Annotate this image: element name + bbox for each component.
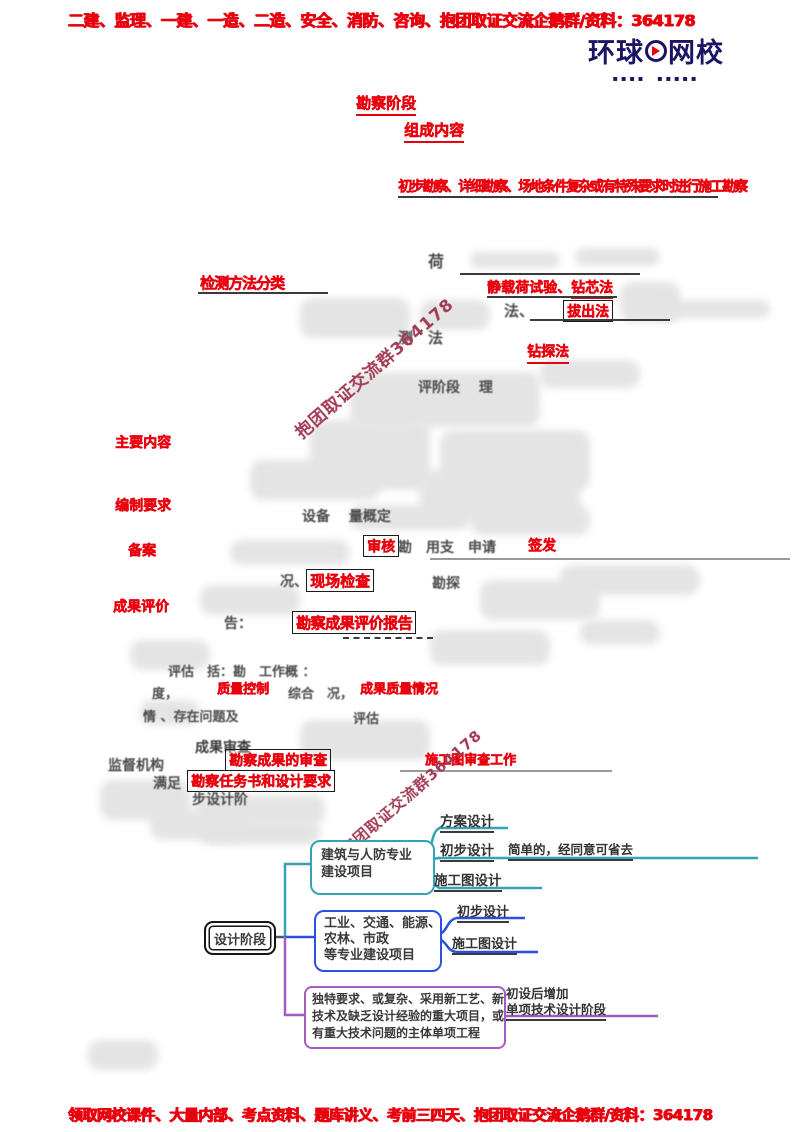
- ghost-char: 步设计阶: [192, 792, 248, 808]
- survey-stage-title: 勘察阶段: [356, 92, 417, 116]
- dashed-line: [343, 637, 433, 639]
- task-statement-label: 勘察任务书和设计要求: [187, 770, 335, 792]
- ghost-blob: [140, 700, 200, 725]
- method-core-drilling: 钻芯法: [571, 280, 613, 299]
- bottom-promo-banner: 领取网校课件、大量内部、考点资料、题库讲义、考前三四天、抱团取证交流企鹅群/资料…: [68, 1106, 713, 1124]
- left-label-contents: 主要内容: [115, 435, 171, 451]
- methods-category-label: 检测方法分类: [200, 274, 285, 292]
- ghost-blob: [430, 630, 550, 665]
- ghost-char: 告：: [224, 616, 252, 632]
- evaluation-report-label: 勘察成果评价报告: [292, 611, 417, 634]
- ghost-char: 情 、存在问题及: [143, 710, 239, 725]
- ghost-char: 评阶段 理: [418, 380, 493, 396]
- method-pullout: 拔出法: [563, 300, 613, 322]
- left-label-requirements: 编制要求: [115, 498, 171, 514]
- branch-building-civil-defense: 建筑与人防专业 建设项目: [310, 840, 435, 895]
- ghost-char: 成果审查: [195, 740, 251, 756]
- ghost-blob: [580, 620, 660, 645]
- result-review-label: 勘察成果的审查: [225, 749, 331, 771]
- sub-preliminary-design: 初步设计: [440, 839, 494, 862]
- connector-line: [460, 273, 640, 275]
- left-label-filing: 备案: [128, 543, 156, 559]
- underline: [398, 196, 718, 198]
- sub-construction-drawing-design-2: 施工图设计: [452, 933, 518, 955]
- ghost-char: 综合 况，: [288, 687, 354, 702]
- ghost-char: 荷: [428, 252, 445, 271]
- ghost-blob: [250, 460, 380, 500]
- method-load-test: 静载荷试验、钻芯法: [487, 277, 613, 299]
- left-label-results: 成果评价: [113, 599, 169, 615]
- logo-text-left: 环球: [588, 38, 644, 69]
- sub-scheme-design: 方案设计: [440, 810, 494, 833]
- ghost-char: 评估 括：勘 工作概 ：: [168, 665, 316, 680]
- ghost-blob: [200, 585, 300, 615]
- ghost-char: 测 法: [398, 329, 444, 347]
- note-added-technical-design-stage: 初设后增加 单项技术设计阶段: [506, 986, 607, 1021]
- ghost-blob: [575, 248, 660, 266]
- ghost-blob: [300, 720, 430, 760]
- logo-wordmark: 环球 网校: [588, 31, 724, 70]
- branch-special-major-projects: 独特要求、或复杂、采用新工艺、新 技术及缺乏设计经验的重大项目，或 有重大技术问…: [304, 986, 506, 1049]
- quality-control-label: 质量控制: [217, 682, 270, 697]
- ghost-blob: [300, 298, 410, 338]
- ghost-blob: [350, 372, 540, 427]
- issue-label: 签发: [528, 538, 556, 554]
- ghost-blob: [470, 252, 560, 268]
- connector-line: [430, 558, 790, 560]
- ghost-blob: [660, 300, 770, 318]
- site-logo: 环球 网校 ▪▪▪▪ ▪▪▪▪▪: [588, 31, 724, 84]
- connector-line: [400, 770, 612, 772]
- review-label: 审核: [363, 535, 399, 557]
- method-boring: 钻探法: [527, 341, 569, 364]
- ghost-blob: [480, 580, 600, 620]
- ghost-char: 勘探: [432, 576, 460, 592]
- connector-line: [487, 296, 617, 298]
- ghost-blob: [195, 795, 325, 825]
- logo-play-icon: [645, 39, 667, 62]
- ghost-blob: [470, 505, 590, 535]
- ghost-char: 况、: [280, 574, 308, 590]
- ghost-char: 度，: [152, 687, 179, 702]
- result-quality-label: 成果质量情况: [360, 682, 439, 697]
- ghost-blob: [540, 360, 640, 388]
- site-inspection-label: 现场检查: [306, 569, 375, 592]
- underline: [198, 292, 328, 294]
- ghost-char: 法、: [504, 302, 535, 320]
- sub-preliminary-design-2: 初步设计: [457, 901, 510, 923]
- ghost-char: 勘 用支 申请: [398, 540, 496, 556]
- note-simple-skip: 简单的，经同意可省去: [508, 839, 634, 861]
- connector-line: [530, 319, 670, 321]
- survey-types-line: 初步勘察、详细勘察、场地条件复杂或有特殊要求时进行施工勘察: [398, 179, 748, 195]
- top-promo-banner: 二建、监理、一建、一造、二造、安全、消防、咨询、抱团取证交流企鹅群/资料：364…: [68, 11, 696, 30]
- ghost-char: 监督机构: [108, 758, 164, 774]
- ghost-char: 满足: [153, 776, 181, 792]
- drawing-review-label: 施工图审查工作: [425, 753, 517, 768]
- ghost-blob: [350, 505, 470, 530]
- ghost-char: 评估: [353, 712, 380, 727]
- logo-tagline: ▪▪▪▪ ▪▪▪▪▪: [612, 74, 700, 83]
- ghost-blob: [420, 300, 490, 330]
- ghost-char: 设备 量概定: [302, 509, 391, 525]
- survey-composition-label: 组成内容: [404, 119, 465, 143]
- ghost-blob: [130, 640, 210, 670]
- design-stage-root-node: 设计阶段: [204, 921, 276, 955]
- ghost-blob: [88, 1040, 158, 1070]
- branch-industry-projects: 工业、交通、能源、 农林、市政 等专业建设项目: [314, 910, 442, 972]
- sub-construction-drawing-design: 施工图设计: [434, 869, 502, 892]
- ghost-blob: [230, 540, 350, 565]
- logo-text-right: 网校: [668, 38, 724, 69]
